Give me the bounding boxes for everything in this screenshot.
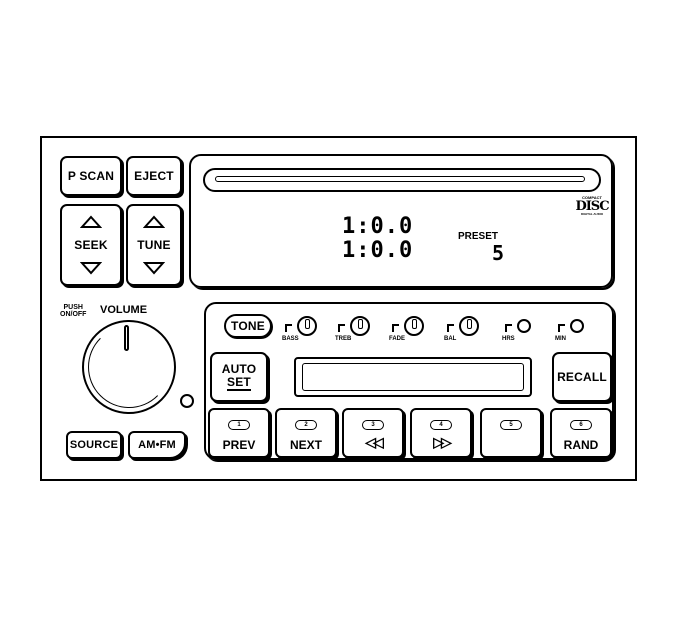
preset-button-5[interactable]: 5 [480,408,542,458]
preset-number-1: 1 [228,420,250,430]
tone-bracket-bal [447,324,454,332]
cassette-slot-inner [302,363,524,391]
tone-label-bass: BASS [282,336,299,342]
cassette-section [204,302,614,460]
cd-logo-mid: DISC [575,199,609,214]
bass-knob-indicator [305,319,310,329]
recall-label: RECALL [557,370,607,384]
seek-down-icon[interactable] [80,261,102,275]
display-area [189,154,613,288]
tone-label-fade: FADE [389,336,406,342]
tone-label-treb: TREB [335,336,352,342]
cd-logo-bot: DIGITAL AUDIO [580,212,604,216]
bal-knob-indicator [467,319,472,329]
tone-label-min: MIN [555,336,566,342]
hrs-knob[interactable] [517,319,531,333]
preset-label-4: ▷▷ [433,434,452,450]
tone-label-hrs: HRS [502,336,515,342]
preset-label-1: PREV [222,438,256,452]
tone-label-bal: BAL [444,336,457,342]
bass-knob[interactable] [297,316,317,336]
seek-up-icon[interactable] [80,215,102,229]
tone-bracket-hrs [505,324,512,332]
seek-button[interactable]: SEEK [60,204,122,286]
volume-label: VOLUME [100,304,148,316]
display-time-top: 1:0.0 [342,214,414,239]
tune-label: TUNE [137,238,171,252]
tone-bracket-treb [338,324,345,332]
recall-button[interactable]: RECALL [552,352,612,402]
cd-slot-inner [215,176,585,182]
fade-knob-indicator [412,319,417,329]
auto-label: AUTO [221,361,257,376]
preset-number-4: 4 [430,420,452,430]
eject-button[interactable]: EJECT [126,156,182,196]
push-label: PUSH [63,304,83,311]
source-button[interactable]: SOURCE [66,431,122,459]
tune-down-icon[interactable] [143,261,165,275]
preset-number-2: 2 [295,420,317,430]
preset-button-4[interactable]: 4 ▷▷ [410,408,472,458]
bal-knob[interactable] [459,316,479,336]
tune-up-icon[interactable] [143,215,165,229]
indicator-light [180,394,194,408]
preset-label-6: RAND [563,438,599,452]
preset-number-5: 5 [500,420,522,430]
cd-slot [203,168,601,192]
p-scan-button[interactable]: P SCAN [60,156,122,196]
seek-label: SEEK [74,238,108,252]
treb-knob-indicator [358,319,363,329]
push-on-off-label: PUSH ON/OFF [60,304,86,319]
tone-label: TONE [231,319,265,333]
eject-label: EJECT [134,169,174,183]
set-label: SET [227,375,251,392]
cd-logo-icon: COMPACT DISC DIGITAL AUDIO [574,196,610,216]
min-knob[interactable] [570,319,584,333]
volume-knob-rim [88,326,170,408]
preset-number-6: 6 [570,420,592,430]
auto-set-button[interactable]: AUTO SET [210,352,268,402]
tone-button[interactable]: TONE [224,314,272,338]
on-off-label: ON/OFF [60,311,87,319]
tune-button[interactable]: TUNE [126,204,182,286]
preset-label-3: ◁◁ [365,434,384,450]
display-time-bottom: 1:0.0 [342,238,414,263]
tone-bracket-min [558,324,565,332]
preset-label-2: NEXT [289,438,322,452]
fade-knob[interactable] [404,316,424,336]
preset-button-3[interactable]: 3 ◁◁ [342,408,404,458]
treb-knob[interactable] [350,316,370,336]
tone-bracket-bass [285,324,292,332]
source-label: SOURCE [69,439,119,451]
am-fm-button[interactable]: AM•FM [128,431,186,459]
preset-number-3: 3 [362,420,384,430]
tone-bracket-fade [392,324,399,332]
preset-value: 5 [492,241,506,265]
cassette-slot [294,357,532,397]
volume-indicator [124,325,129,351]
preset-label: PRESET [458,231,499,242]
p-scan-label: P SCAN [67,169,115,183]
cd-logo-top: COMPACT [582,195,602,200]
am-fm-label: AM•FM [138,439,176,451]
